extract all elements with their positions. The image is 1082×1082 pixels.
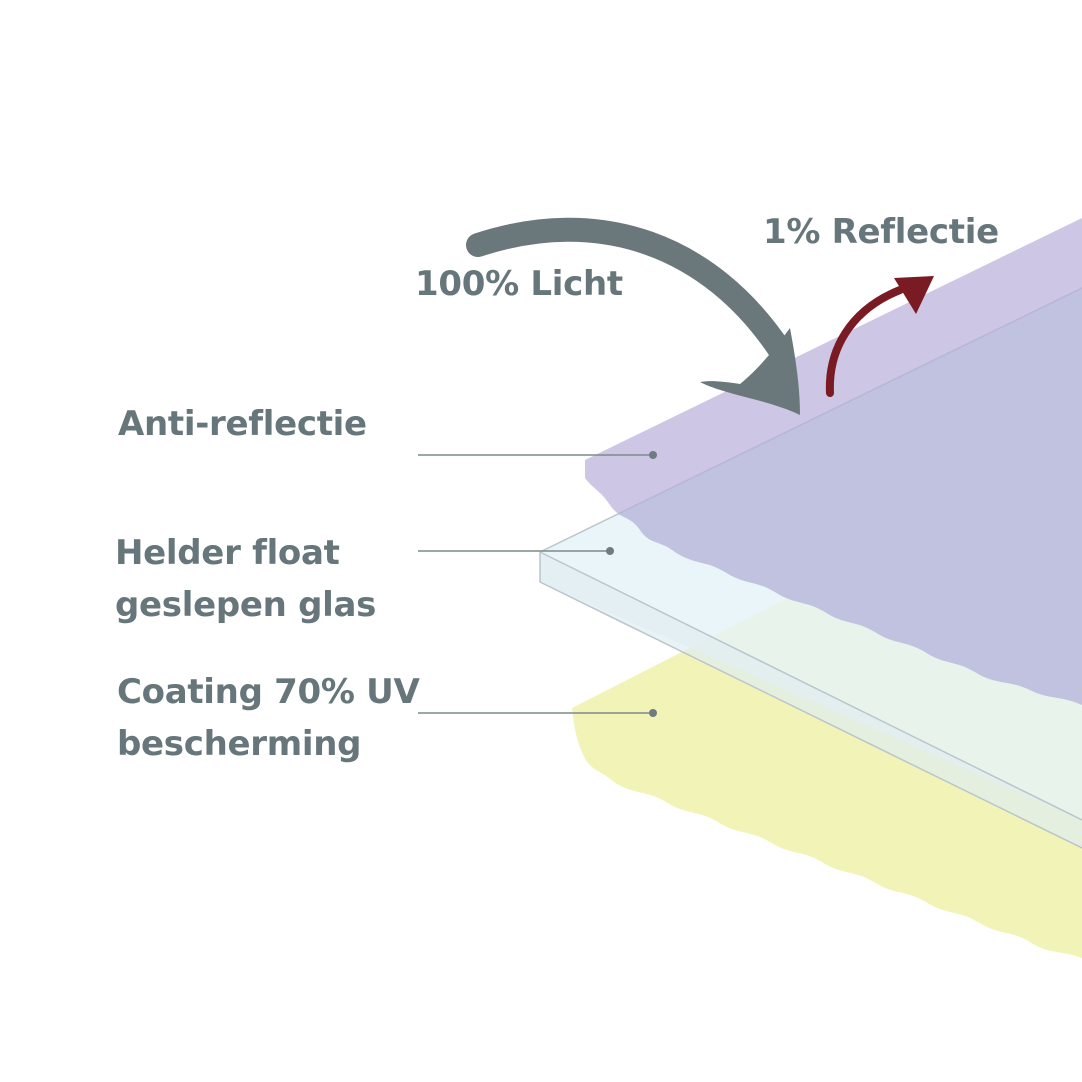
- glass-label-line-2: geslepen glas: [115, 585, 377, 625]
- glass-label: Helder float geslepen glas: [115, 527, 376, 631]
- light-label: 100% Licht: [415, 264, 623, 304]
- anti-reflection-leader-dot: [649, 451, 657, 459]
- glass-leader-dot: [606, 547, 614, 555]
- glass-label-line-1: Helder float: [115, 533, 340, 573]
- anti-reflection-label: Anti-reflectie: [118, 404, 367, 444]
- coating-label-line-1: Coating 70% UV: [117, 672, 420, 712]
- leader-lines: [418, 451, 657, 717]
- coating-label: Coating 70% UV bescherming: [117, 666, 420, 770]
- reflection-label: 1% Reflectie: [763, 212, 999, 252]
- curved-arrow-down-icon: [466, 217, 800, 415]
- coating-leader-dot: [649, 709, 657, 717]
- coating-label-line-2: bescherming: [117, 724, 362, 764]
- curved-arrow-up-icon: [825, 276, 934, 397]
